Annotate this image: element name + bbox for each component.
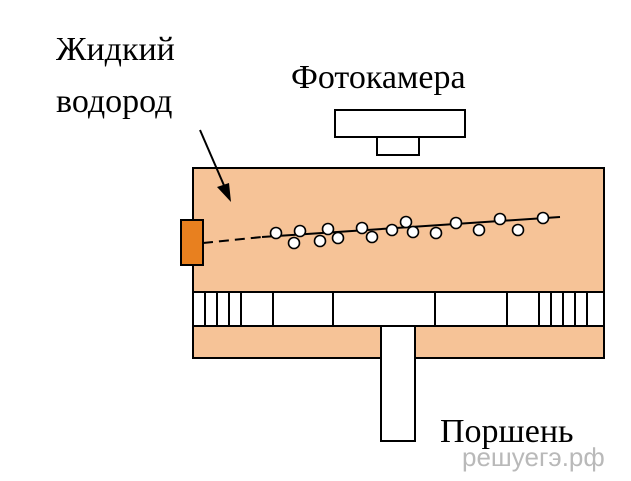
bubble-group [269,211,550,250]
bubble-shape [472,223,486,237]
arrow-shape [199,129,231,202]
bubble-shape [313,234,327,248]
bubble-shape [536,211,550,225]
bubble-shape [269,226,283,240]
bubble-shape [511,223,525,237]
bubble-shape [355,221,369,235]
bubble-shape [331,231,345,245]
bubble-shape [406,225,420,239]
grille-band [192,291,605,327]
piston-label: Поршень [440,413,574,450]
piston-shape [380,325,416,442]
bubble-shape [365,230,379,244]
camera-body [334,109,466,138]
track-dashed [202,236,263,244]
arrow-shaft [199,129,227,191]
watermark-text: решуегэ.рф [462,442,605,472]
particle-source-shape [180,219,204,266]
hydrogen-label-line2: водород [56,83,172,120]
camera-label: Фотокамера [291,59,466,96]
camera-lens [376,136,420,156]
bubble-shape [429,226,443,240]
bubble-shape [449,216,463,230]
grille-lines [204,292,588,326]
bubble-shape [293,224,307,238]
arrow-head [217,183,231,202]
piston-grille [192,291,605,327]
bubble-shape [385,223,399,237]
bubble-shape [399,215,413,229]
bubble-shape [287,236,301,250]
bubble-shape [493,212,507,226]
bubble-shape [321,222,335,236]
camera-shape [334,109,466,156]
hydrogen-label-line1: Жидкий [56,31,175,68]
